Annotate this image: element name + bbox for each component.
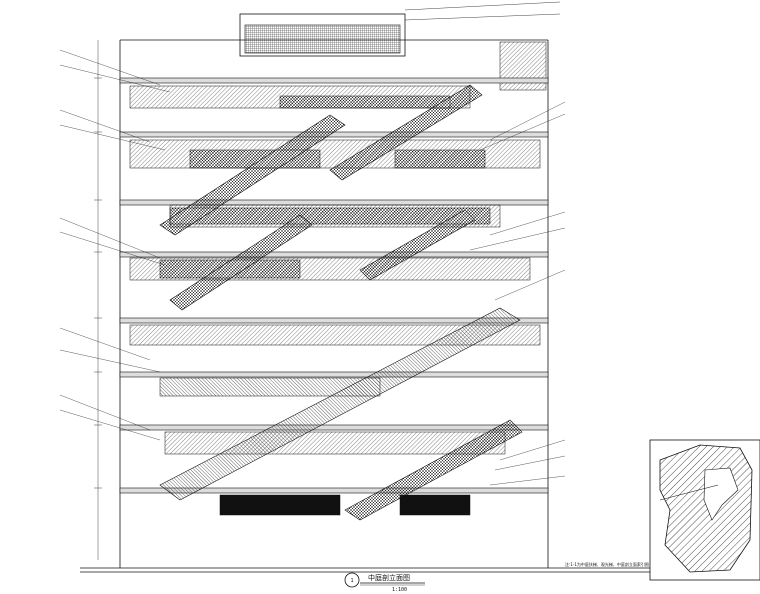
drawing-scale: 1:100: [392, 587, 407, 593]
annotation-leaders-right: [469, 101, 566, 486]
title-block: 1 中庭剖立面图 1:100 注:1-1为中庭扶梯、观光梯、中庭剖立面索引图: [344, 561, 649, 593]
key-plan: [649, 439, 760, 581]
balustrade-bands: [129, 85, 541, 516]
roof-skylight: [239, 1, 561, 57]
key-plan-note: 注:1-1为中庭扶梯、观光梯、中庭剖立面索引图: [565, 561, 649, 567]
dimension-lines: [94, 40, 102, 560]
annotation-leaders-left: [59, 49, 171, 441]
escalators: [159, 84, 523, 521]
floor-slabs: [119, 77, 549, 494]
drawing-title: 中庭剖立面图: [368, 573, 410, 582]
grid-label: 1: [351, 578, 354, 584]
